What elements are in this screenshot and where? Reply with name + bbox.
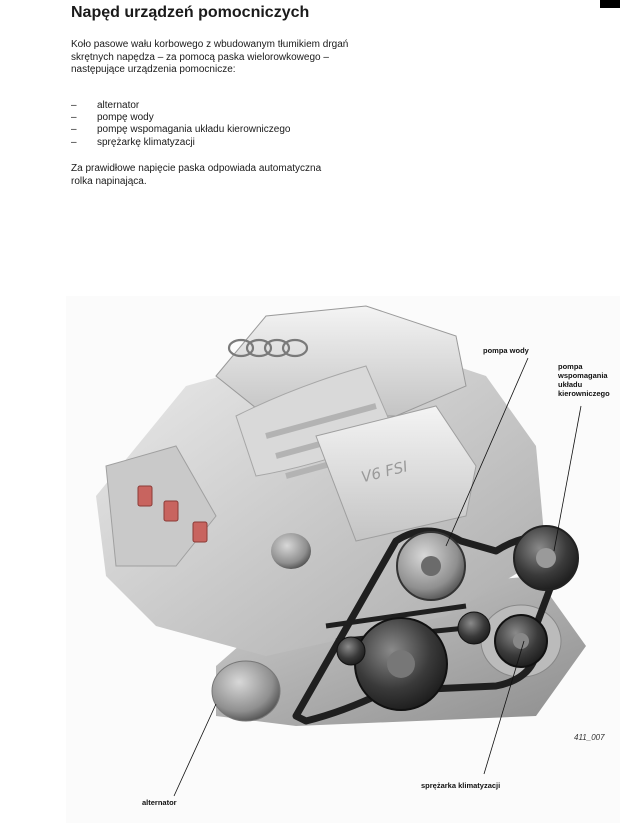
list-item: – pompę wspomagania układu kierowniczego: [71, 124, 290, 136]
idler-pulley: [457, 611, 491, 645]
engine-cover: [315, 405, 477, 542]
accessory-list: – alternator – pompę wody – pompę wspomagan…: [71, 100, 290, 149]
list-item-text: sprężarkę klimatyzacji: [97, 136, 195, 148]
label-line: pompa: [558, 362, 583, 371]
label-line: kierowniczego: [558, 389, 610, 398]
engine-figure: V6 FSI: [66, 296, 620, 823]
water-pump-hub: [421, 556, 441, 576]
list-item-text: alternator: [97, 100, 140, 111]
brand-logo-rings: [227, 338, 309, 358]
list-item: – pompę wody: [71, 112, 290, 124]
outro-paragraph: Za prawidłowe napięcie paska odpowiada a…: [71, 163, 322, 187]
list-item: – alternator: [71, 100, 290, 112]
list-dash: –: [71, 124, 77, 136]
page-title: Napęd urządzeń pomocniczych: [71, 4, 310, 21]
ignition-coils: [137, 485, 208, 543]
list-dash: –: [71, 136, 77, 148]
figure-code: 411_007: [574, 733, 605, 742]
tensioner-pulley: [336, 636, 366, 666]
steering-pump-hub: [536, 548, 556, 568]
intro-paragraph: Koło pasowe wału korbowego z wbudowanym …: [71, 39, 349, 76]
leader-lines: [173, 357, 582, 797]
list-dash: –: [71, 112, 77, 124]
label-alternator: alternator: [142, 798, 177, 807]
label-line: układu: [558, 380, 583, 389]
compressor-hub: [513, 633, 529, 649]
label-water-pump: pompa wody: [483, 346, 529, 355]
engine-illustration: V6 FSI: [66, 296, 620, 823]
alternator-housing: [211, 660, 281, 722]
page-corner-mark: [600, 0, 620, 8]
label-ac-compressor: sprężarka klimatyzacji: [421, 781, 501, 790]
oil-filter: [271, 533, 311, 569]
list-item: – sprężarkę klimatyzacji: [71, 137, 290, 149]
crankshaft-hub: [387, 650, 415, 678]
list-item-text: pompę wody: [97, 112, 154, 124]
label-steering-pump: pompa wspomagania układu kierowniczego: [558, 362, 610, 398]
list-dash: –: [71, 100, 77, 111]
list-item-text: pompę wspomagania układu kierowniczego: [97, 124, 291, 136]
label-line: wspomagania: [558, 371, 608, 380]
